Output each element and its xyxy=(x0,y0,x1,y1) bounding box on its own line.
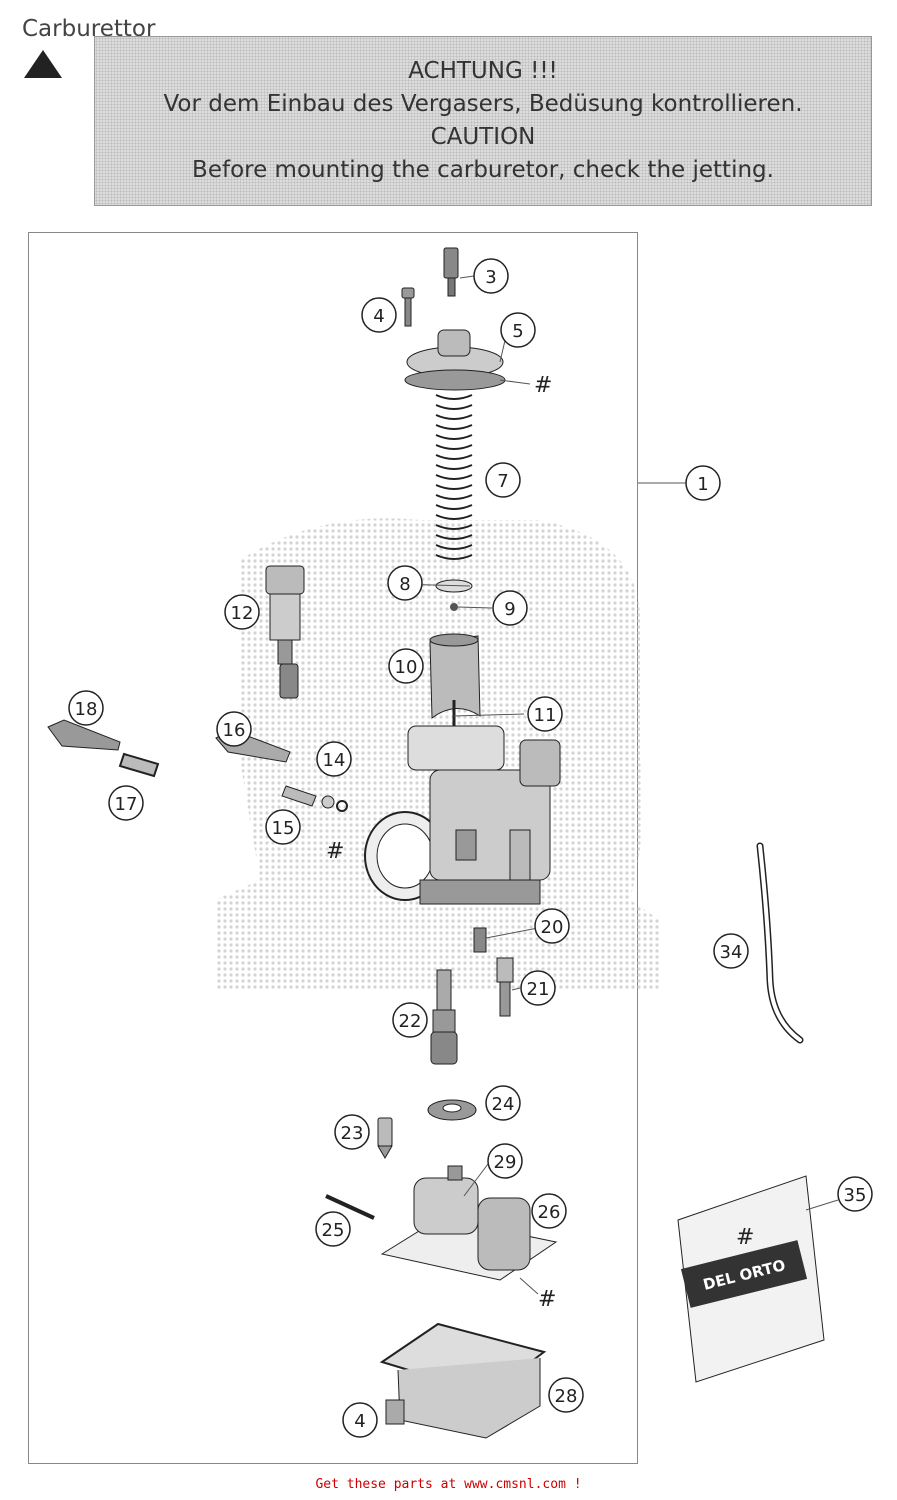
callout-14: 14 xyxy=(316,741,352,777)
part-14-oring xyxy=(336,800,348,812)
part-21-jet xyxy=(496,957,514,1017)
part-34-hose xyxy=(756,842,804,1044)
part-12-choke xyxy=(265,565,305,699)
callout-35: 35 xyxy=(837,1176,873,1212)
caution-heading-en: CAUTION xyxy=(430,124,536,150)
svg-text:4: 4 xyxy=(373,306,384,327)
svg-text:8: 8 xyxy=(399,574,410,595)
part-17-spring xyxy=(118,752,160,778)
part-10-throttle-slide xyxy=(429,633,481,719)
part-25-float-pin xyxy=(325,1194,375,1220)
part-24-seal xyxy=(427,1099,477,1121)
svg-text:5: 5 xyxy=(512,321,523,342)
svg-text:9: 9 xyxy=(504,599,515,620)
callout-12: 12 xyxy=(224,594,260,630)
svg-text:22: 22 xyxy=(399,1011,422,1032)
svg-text:1: 1 xyxy=(697,474,708,495)
callout-11: 11 xyxy=(527,696,563,732)
carburetor-body xyxy=(364,725,561,905)
callout-22: 22 xyxy=(392,1002,428,1038)
callout-9: 9 xyxy=(492,590,528,626)
svg-text:7: 7 xyxy=(497,471,508,492)
svg-text:17: 17 xyxy=(115,794,138,815)
svg-text:21: 21 xyxy=(527,979,550,1000)
hash-mark-oring: # xyxy=(326,839,344,864)
callout-5: 5 xyxy=(500,312,536,348)
part-28-float-bowl xyxy=(379,1322,547,1439)
callout-8: 8 xyxy=(387,565,423,601)
svg-text:11: 11 xyxy=(534,705,557,726)
svg-text:12: 12 xyxy=(231,603,254,624)
part-18-idle-screw xyxy=(47,719,121,751)
callout-23: 23 xyxy=(334,1114,370,1150)
part-9-clip xyxy=(450,603,458,611)
part-20-jet xyxy=(473,927,487,953)
callout-21: 21 xyxy=(520,970,556,1006)
svg-text:29: 29 xyxy=(494,1152,517,1173)
part-15-spring xyxy=(281,785,317,807)
caution-box: ACHTUNG !!! Vor dem Einbau des Vergasers… xyxy=(94,36,872,206)
svg-text:3: 3 xyxy=(485,267,496,288)
callout-1: 1 xyxy=(685,465,721,501)
svg-text:26: 26 xyxy=(538,1202,561,1223)
svg-text:23: 23 xyxy=(341,1123,364,1144)
svg-text:10: 10 xyxy=(395,657,418,678)
svg-text:28: 28 xyxy=(555,1386,578,1407)
part-23-float-valve xyxy=(377,1117,393,1159)
caution-heading-de: ACHTUNG !!! xyxy=(408,58,558,84)
svg-text:35: 35 xyxy=(844,1185,867,1206)
callout-10: 10 xyxy=(388,648,424,684)
callout-24: 24 xyxy=(485,1085,521,1121)
svg-text:4: 4 xyxy=(354,1411,365,1432)
footer-link-text[interactable]: Get these parts at www.cmsnl.com ! xyxy=(315,1477,582,1492)
callout-16: 16 xyxy=(216,711,252,747)
callout-15: 15 xyxy=(265,809,301,845)
part-5-top-cap xyxy=(404,329,506,391)
warning-icon xyxy=(24,50,62,78)
svg-text:20: 20 xyxy=(541,917,564,938)
hash-mark-cap: # xyxy=(534,373,552,398)
hash-mark-package: # xyxy=(736,1225,754,1250)
caution-text-en: Before mounting the carburetor, check th… xyxy=(192,157,774,183)
part-26-float-assembly xyxy=(380,1165,558,1281)
svg-text:14: 14 xyxy=(323,750,346,771)
callout-34: 34 xyxy=(713,933,749,969)
callout-29: 29 xyxy=(487,1143,523,1179)
part-3-adjuster-screw xyxy=(443,247,459,297)
caution-text-de: Vor dem Einbau des Vergasers, Bedüsung k… xyxy=(163,91,803,117)
callout-18: 18 xyxy=(68,690,104,726)
part-7-spring xyxy=(435,394,473,560)
callout-25: 25 xyxy=(315,1211,351,1247)
svg-text:18: 18 xyxy=(75,699,98,720)
svg-text:25: 25 xyxy=(322,1220,345,1241)
callout-4-bottom: 4 xyxy=(342,1402,378,1438)
callout-26: 26 xyxy=(531,1193,567,1229)
svg-text:16: 16 xyxy=(223,720,246,741)
svg-text:34: 34 xyxy=(720,942,743,963)
svg-text:15: 15 xyxy=(272,818,295,839)
callout-28: 28 xyxy=(548,1377,584,1413)
part-14-washer xyxy=(321,795,335,809)
part-22-needle-jet xyxy=(430,969,458,1065)
svg-text:24: 24 xyxy=(492,1094,515,1115)
part-35-jet-kit-package: DEL ORTO xyxy=(677,1175,825,1383)
callout-17: 17 xyxy=(108,785,144,821)
callout-20: 20 xyxy=(534,908,570,944)
hash-mark-gasket: # xyxy=(538,1287,556,1312)
callout-4-top: 4 xyxy=(361,297,397,333)
callout-7: 7 xyxy=(485,462,521,498)
part-4-screw-top xyxy=(401,287,415,327)
callout-3: 3 xyxy=(473,258,509,294)
